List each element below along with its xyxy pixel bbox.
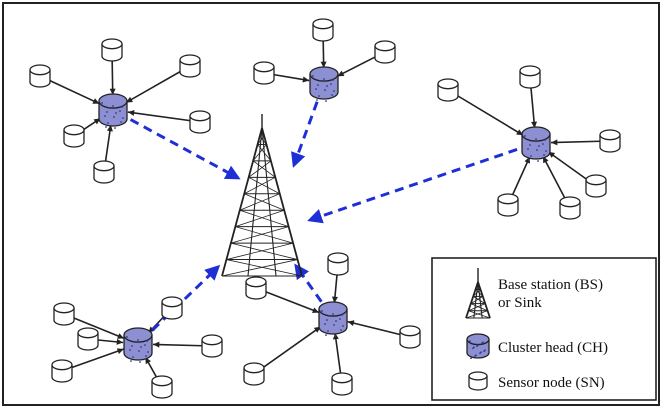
legend-ch-cylinder	[466, 333, 490, 360]
legend: Base station (BS) or Sink Cluster head (…	[431, 257, 657, 401]
sensor-node	[201, 334, 223, 358]
link-arrowhead	[531, 121, 538, 129]
cluster-head-icon	[466, 333, 490, 360]
link-arrowhead	[312, 307, 320, 314]
sensor-node	[29, 64, 51, 88]
sensor-node	[519, 65, 541, 89]
cluster-head	[318, 301, 348, 337]
legend-sn-label: Sensor node (SN)	[498, 375, 605, 391]
sensor-node	[243, 362, 265, 386]
ch-to-bs-arrow	[307, 148, 518, 224]
ch-to-bs-arrow	[294, 263, 323, 303]
ch-to-bs-arrow	[129, 118, 241, 180]
tower-icon	[465, 268, 491, 319]
sensor-node	[399, 325, 421, 349]
cluster-head	[309, 66, 339, 102]
link-arrowhead	[302, 76, 310, 83]
sensor-node	[179, 54, 201, 78]
ch-to-bs-arrow	[151, 264, 221, 332]
link-arrowhead	[337, 70, 345, 77]
base-station-tower	[221, 114, 303, 277]
figure-border	[2, 2, 660, 406]
sensor-node-icon	[468, 371, 488, 391]
legend-ch-label: Cluster head (CH)	[498, 340, 608, 356]
link-arrowhead	[126, 96, 134, 103]
link-arrowhead	[152, 341, 160, 348]
sensor-link	[125, 65, 191, 104]
link-arrowhead	[109, 88, 116, 96]
sensor-node	[312, 18, 334, 42]
link-arrowhead	[550, 139, 558, 146]
link-arrowhead	[127, 109, 135, 116]
sensor-node	[93, 160, 115, 184]
link-arrowhead	[92, 98, 100, 104]
sensor-node	[585, 174, 607, 198]
ch-to-bs-arrows	[129, 101, 518, 332]
link-arrowhead	[320, 61, 327, 69]
sensor-node	[245, 276, 267, 300]
sensor-node	[599, 129, 621, 153]
ch-to-bs-arrow	[291, 101, 319, 168]
link-arrowhead	[106, 124, 113, 132]
sensor-node	[77, 327, 99, 351]
sensor-node	[151, 375, 173, 399]
sensor-node	[189, 110, 211, 134]
sensor-node	[53, 302, 75, 326]
sensor-node	[63, 124, 85, 148]
link-arrowhead	[116, 348, 124, 354]
sensor-node	[327, 252, 349, 276]
legend-sn-cylinder	[468, 371, 488, 391]
link-arrowhead	[347, 320, 355, 327]
sensor-node	[437, 78, 459, 102]
link-arrowhead	[116, 338, 124, 345]
sensor-node	[51, 359, 73, 383]
cluster-head	[123, 327, 153, 363]
sensor-link	[253, 326, 322, 375]
sensor-link	[447, 89, 524, 136]
sensor-node	[161, 296, 183, 320]
sensor-node	[559, 196, 581, 220]
link-arrowhead	[117, 333, 125, 339]
legend-bs-label-line2: or Sink	[498, 295, 542, 311]
legend-bs-label: Base station (BS)	[498, 277, 603, 293]
sensor-link	[127, 111, 201, 123]
cluster-head	[98, 93, 128, 129]
sensor-node	[253, 61, 275, 85]
sensor-node	[101, 38, 123, 62]
sensor-node	[497, 193, 519, 217]
cluster-head	[521, 126, 551, 162]
link-arrowhead	[331, 296, 338, 304]
nodes-layer	[29, 18, 621, 399]
sensor-node	[331, 372, 353, 396]
sensor-node	[374, 40, 396, 64]
